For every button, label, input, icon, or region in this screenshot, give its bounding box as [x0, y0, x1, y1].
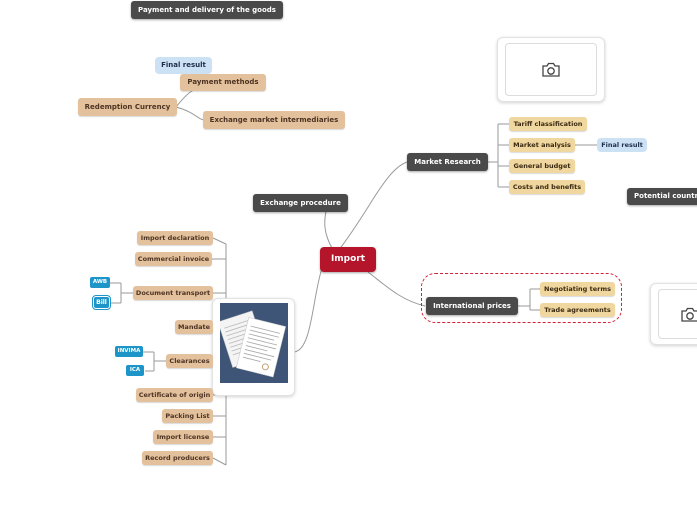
topic-tariff-classification[interactable]: Tariff classification	[509, 117, 587, 131]
document-image	[220, 303, 288, 383]
topic-document-transport[interactable]: Document transport	[133, 286, 213, 300]
topic-import-license[interactable]: Import license	[153, 430, 213, 444]
note-final-result-market[interactable]: Final result	[597, 138, 647, 152]
topic-commercial-invoice[interactable]: Commercial invoice	[135, 252, 212, 266]
topic-market-research[interactable]: Market Research	[407, 153, 488, 171]
topic-trade-agreements[interactable]: Trade agreements	[540, 303, 615, 317]
topic-record-producers[interactable]: Record producers	[142, 451, 213, 465]
topic-exchange-intermediaries[interactable]: Exchange market intermediaries	[203, 111, 345, 129]
topic-import-declaration[interactable]: Import declaration	[137, 231, 213, 245]
topic-mandate[interactable]: Mandate	[175, 320, 213, 334]
note-final-result-top[interactable]: Final result	[155, 57, 212, 74]
topic-negotiating-terms[interactable]: Negotiating terms	[540, 282, 615, 296]
image-frame-right	[658, 289, 697, 339]
topic-costs-benefits[interactable]: Costs and benefits	[509, 180, 585, 194]
topic-exchange-procedure[interactable]: Exchange procedure	[253, 194, 348, 212]
central-topic-import[interactable]: Import	[320, 247, 376, 272]
topic-certificate-origin[interactable]: Certificate of origin	[136, 388, 213, 402]
image-placeholder-right[interactable]	[650, 283, 697, 345]
topic-payment-delivery[interactable]: Payment and delivery of the goods	[131, 1, 283, 19]
camera-icon	[542, 62, 560, 77]
topic-general-budget[interactable]: General budget	[509, 159, 575, 173]
documents-image-card[interactable]	[212, 298, 295, 396]
tag-invima[interactable]: INVIMA	[115, 346, 143, 357]
topic-clearances[interactable]: Clearances	[166, 354, 213, 368]
topic-packing-list[interactable]: Packing List	[162, 409, 213, 423]
camera-icon	[681, 307, 697, 322]
image-frame	[505, 43, 597, 96]
tag-bill[interactable]: Bill	[93, 296, 110, 309]
topic-potential-countries[interactable]: Potential countr	[627, 188, 697, 205]
tag-awb[interactable]: AWB	[90, 277, 110, 288]
topic-international-prices[interactable]: International prices	[426, 297, 518, 315]
topic-payment-methods[interactable]: Payment methods	[180, 74, 266, 91]
topic-redemption-currency[interactable]: Redemption Currency	[78, 98, 177, 116]
topic-market-analysis[interactable]: Market analysis	[509, 138, 575, 152]
image-placeholder-top[interactable]	[497, 37, 605, 102]
boundary-international-prices	[421, 273, 622, 323]
tag-ica[interactable]: ICA	[126, 365, 144, 376]
